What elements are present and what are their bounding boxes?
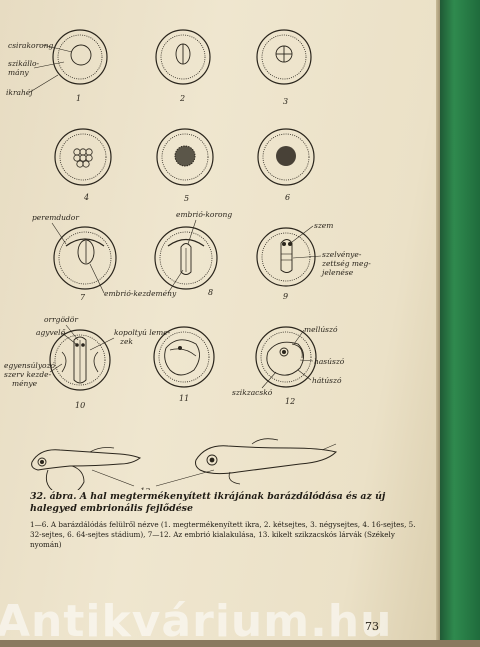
stage-number-9: 9	[283, 292, 288, 301]
stage-number-2: 2	[179, 94, 185, 103]
embryo-development-figure: csirakorong szikállo- mány ikrahéj 1 2 3…	[4, 29, 371, 490]
label-embrio-korong: embrió-korong	[176, 210, 232, 219]
label-kopoltyu-1: kopoltyú leme-	[114, 328, 171, 337]
stage-number-10: 10	[75, 401, 85, 410]
label-szelvenye-1: szelvénye-	[322, 250, 362, 259]
stage-2-egg	[155, 29, 211, 85]
label-sziko-1: szikállo-	[8, 59, 40, 68]
stage-number-13: 13	[140, 487, 150, 490]
figure-caption: 32. ábra. A hal megtermékenyített ikrájá…	[30, 491, 422, 550]
stage-8-egg	[154, 226, 218, 290]
stage-number-4: 4	[83, 193, 89, 202]
label-peremdudor: peremdudor	[32, 213, 79, 222]
watermark: Antikvárium.hu	[0, 596, 393, 647]
larva-left	[31, 447, 142, 490]
stage-number-11: 11	[179, 394, 189, 403]
label-szem: szem	[314, 221, 333, 230]
stage-number-6: 6	[285, 193, 290, 202]
label-csirakorong: csirakorong	[8, 41, 53, 50]
label-ikrahej: ikrahéj	[6, 88, 33, 97]
label-hatuszo: hátúszó	[312, 376, 342, 385]
stage-number-5: 5	[184, 194, 189, 203]
label-szikzacsko: szikzacskó	[232, 388, 273, 397]
label-egyensuly-1: egyensúlyozó	[4, 361, 56, 370]
stage-5-egg	[156, 128, 214, 186]
stage-10-egg	[49, 329, 111, 391]
stage-12-egg	[255, 326, 317, 388]
stage-number-7: 7	[80, 293, 86, 302]
book-page	[0, 0, 448, 640]
label-szelvenye-2: zettség meg-	[321, 259, 371, 268]
page-number: 73	[365, 620, 379, 633]
stage-1-egg	[52, 29, 108, 85]
larva-right	[195, 438, 337, 485]
stage-number-12: 12	[285, 397, 295, 406]
book-spine	[440, 0, 480, 640]
label-egyensuly-3: ménye	[12, 379, 38, 388]
stage-number-8: 8	[208, 288, 213, 297]
stage-4-egg	[54, 128, 112, 186]
stage-7-egg	[53, 226, 117, 290]
stage-11-egg	[153, 326, 215, 388]
stage-number-1: 1	[76, 94, 81, 103]
stage-6-egg	[257, 128, 315, 186]
label-embrio-kezdemeny: embrió-kezdemény	[104, 289, 177, 298]
label-orrgodor: orrgödör	[44, 315, 78, 324]
caption-body: 1—6. A barázdálódás felülről nézve (1. m…	[30, 520, 416, 549]
caption-title: 32. ábra. A hal megtermékenyített ikrájá…	[30, 491, 386, 514]
label-hasuszo: hasúszó	[314, 357, 345, 366]
label-sziko-2: mány	[8, 68, 29, 77]
label-kopoltyu-2: zek	[119, 337, 133, 346]
stage-number-3: 3	[283, 97, 288, 106]
label-mellusz: mellúszó	[304, 325, 338, 334]
label-egyensuly-2: szerv kezde-	[4, 370, 52, 379]
label-szelvenye-3: jelenése	[320, 268, 354, 277]
stage-3-egg	[256, 29, 312, 85]
label-agyvelo: agyvelő	[36, 328, 66, 337]
